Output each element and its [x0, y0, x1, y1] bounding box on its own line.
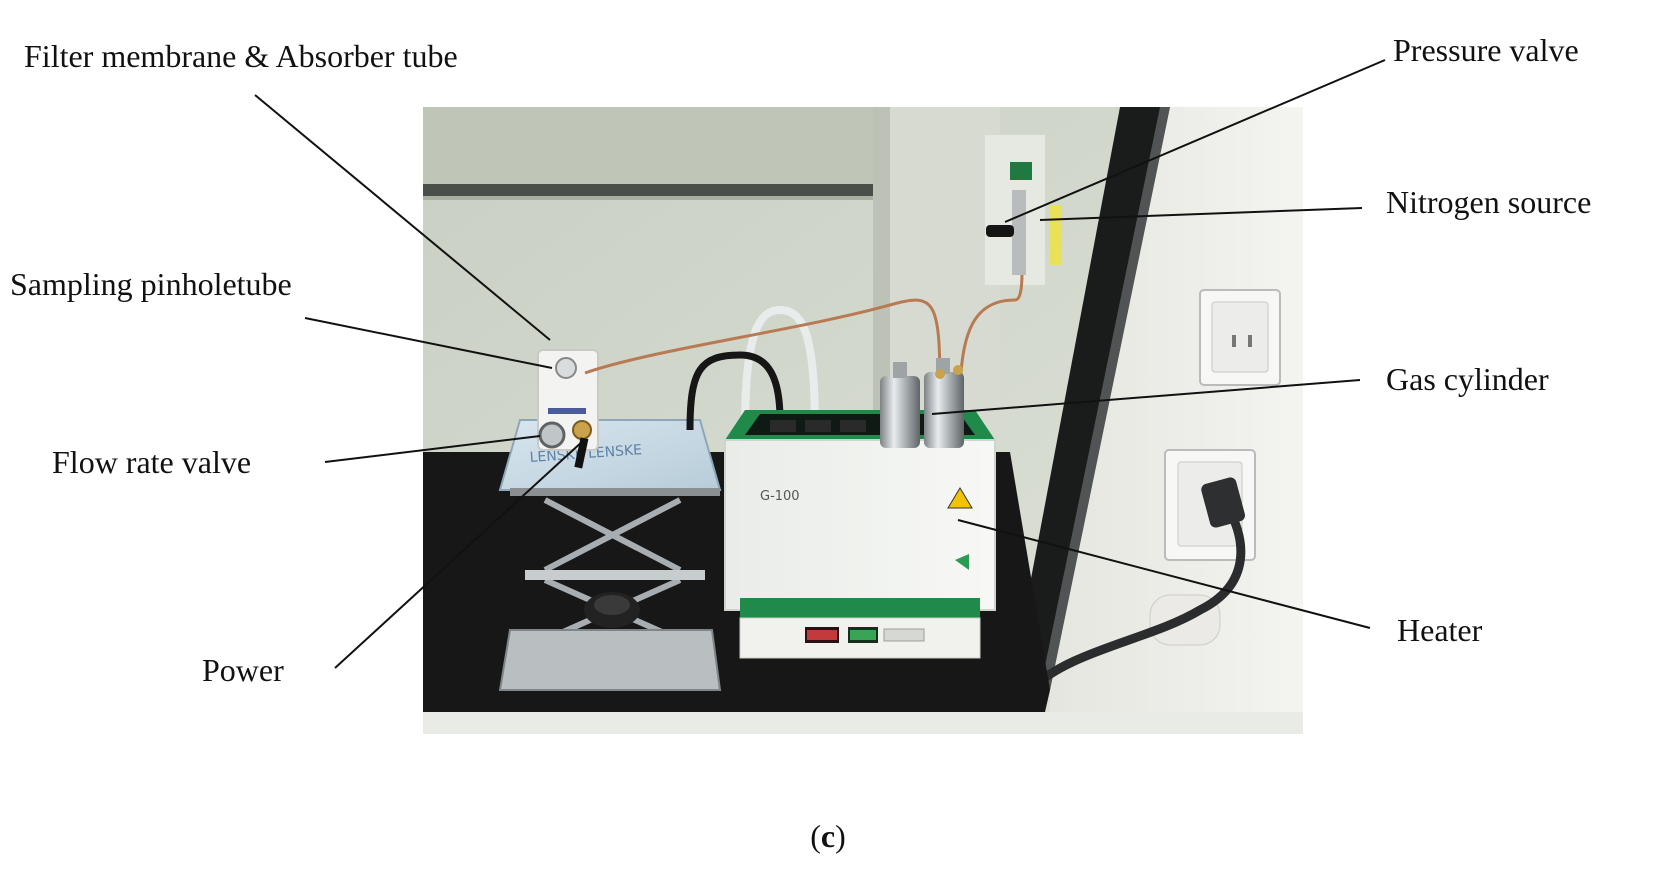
label-gas-cylinder: Gas cylinder [1386, 361, 1549, 397]
wall-rail [423, 184, 873, 196]
leader-lines [254, 59, 1386, 669]
leader-sampling [304, 317, 553, 369]
leader-pressure [1004, 59, 1386, 223]
leader-gas [931, 379, 1361, 415]
leader-heater [957, 519, 1371, 629]
leader-nitrogen [1039, 207, 1363, 221]
sampling-unit [537, 349, 599, 469]
figure-caption: (c) [0, 818, 1656, 855]
leader-power [334, 439, 585, 669]
label-flow-rate-valve: Flow rate valve [52, 444, 252, 480]
label-filter-membrane: Filter membrane & Absorber tube [24, 38, 458, 74]
power-cable [1026, 495, 1246, 694]
gas-cylinders [880, 358, 964, 448]
label-pressure-valve: Pressure valve [1393, 32, 1579, 68]
caption-letter: c [820, 818, 836, 854]
caption-close: ) [835, 818, 846, 854]
leader-flow [324, 435, 541, 463]
label-nitrogen-source: Nitrogen source [1386, 184, 1592, 220]
heater-model: G-100 [760, 489, 800, 504]
caption-open: ( [810, 818, 821, 854]
wall-socket-upper [1199, 289, 1281, 386]
label-power: Power [202, 652, 284, 688]
copper-line-a [584, 298, 942, 391]
label-sampling-pinholetube: Sampling pinholetube [10, 266, 292, 302]
label-heater: Heater [1397, 612, 1483, 648]
leader-filter [254, 94, 551, 341]
